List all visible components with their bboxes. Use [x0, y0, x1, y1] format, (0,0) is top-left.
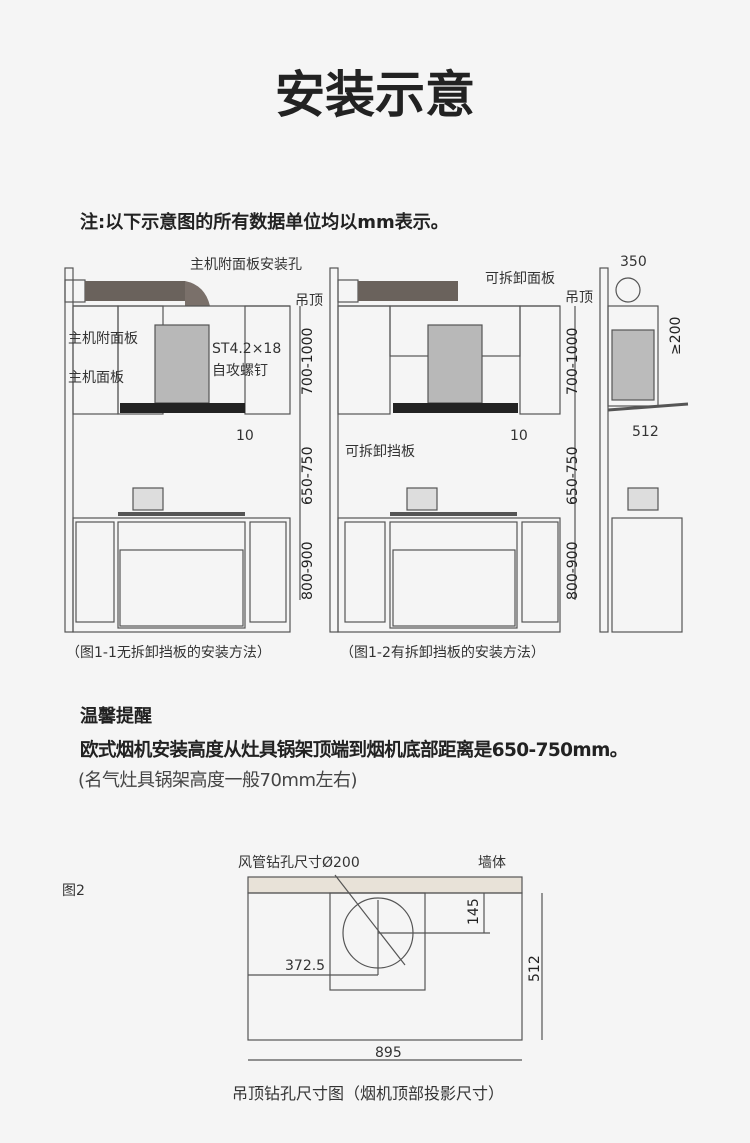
figure-1-1-drawing — [64, 267, 301, 633]
dim-hood-to-stove: 650-750 — [300, 446, 316, 506]
main-panel-label: 主机面板 — [68, 370, 124, 386]
side-height-dim: ≥200 — [668, 316, 684, 355]
figure-1-2-drawing — [329, 267, 576, 633]
removable-baffle-label: 可拆卸挡板 — [345, 444, 415, 460]
dim-cabinet-height: 800-900 — [300, 541, 316, 601]
gap-dim: 10 — [236, 428, 254, 444]
dim-hood-height: 700-1000 — [300, 327, 316, 395]
figure-2-drawing — [247, 874, 543, 1061]
side-depth-dim: 512 — [632, 424, 659, 440]
dim-hood-height-2: 700-1000 — [565, 327, 581, 395]
dim-145: 145 — [466, 898, 482, 925]
dim-372-5: 372.5 — [285, 958, 326, 974]
screw-type: 自攻螺钉 — [212, 363, 268, 379]
duct-hole-label: 风管钻孔尺寸Ø200 — [238, 855, 360, 871]
ceiling-label: 吊顶 — [295, 293, 323, 309]
fig1-2-caption: （图1-2有拆卸挡板的安装方法） — [340, 645, 545, 661]
tips-line-1: 欧式烟机安装高度从灶具锅架顶端到烟机底部距离是650-750mm。 — [80, 740, 628, 761]
fig2-caption: 吊顶钻孔尺寸图（烟机顶部投影尺寸） — [232, 1084, 505, 1103]
side-view-drawing — [599, 267, 689, 633]
dim-cabinet-height-2: 800-900 — [565, 541, 581, 601]
tips-heading: 温馨提醒 — [80, 706, 152, 727]
screw-spec: ST4.2×18 — [212, 341, 282, 357]
aux-panel-label: 主机附面板 — [68, 331, 138, 347]
removable-panel-label: 可拆卸面板 — [485, 271, 555, 287]
hole-label: 主机附面板安装孔 — [190, 257, 302, 273]
side-width-dim: 350 — [620, 254, 647, 270]
dim-hood-to-stove-2: 650-750 — [565, 446, 581, 506]
dim-895: 895 — [375, 1045, 402, 1061]
fig2-label: 图2 — [62, 883, 85, 899]
tips-line-2: (名气灶具锅架高度一般70mm左右) — [78, 770, 358, 791]
ceiling-label-2: 吊顶 — [565, 290, 593, 306]
fig1-1-caption: （图1-1无拆卸挡板的安装方法） — [66, 645, 271, 661]
units-note: 注:以下示意图的所有数据单位均以mm表示。 — [80, 212, 449, 233]
gap-dim-2: 10 — [510, 428, 528, 444]
page-title: 安装示意 — [275, 66, 475, 124]
wall-label: 墙体 — [478, 855, 506, 871]
dim-512: 512 — [527, 955, 543, 982]
